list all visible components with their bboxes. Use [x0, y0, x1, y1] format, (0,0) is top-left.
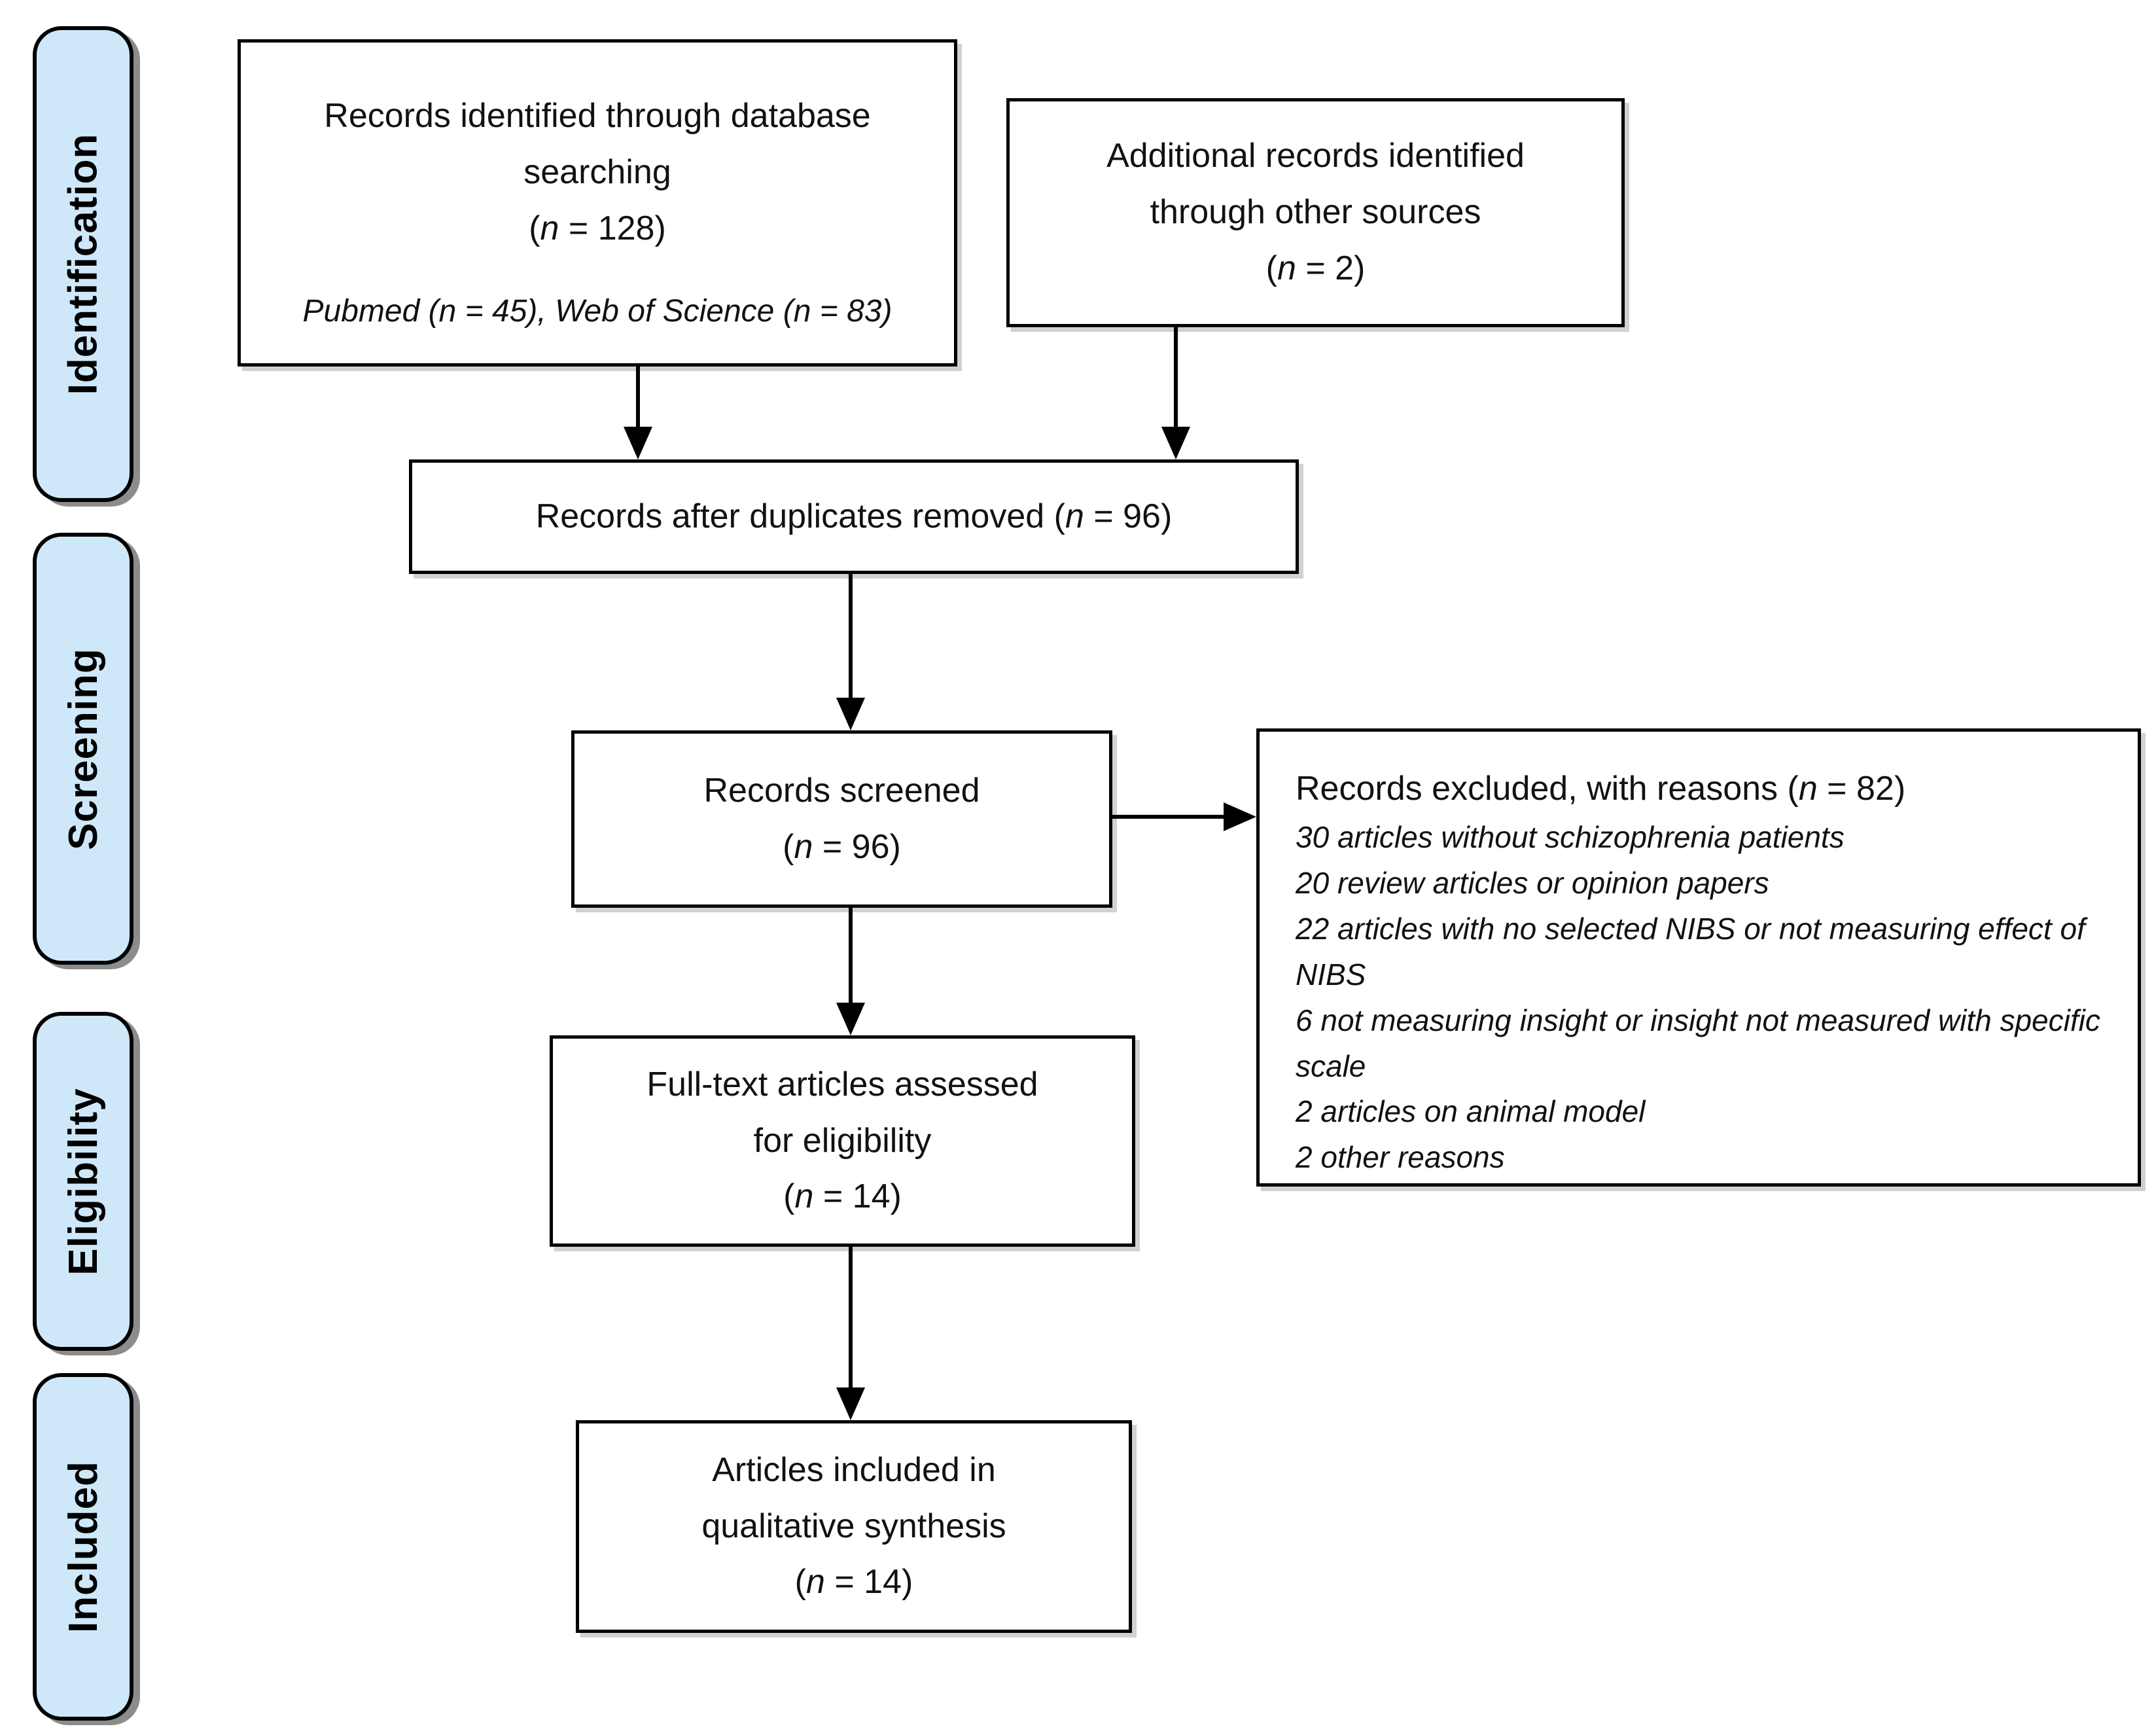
box-records-excluded: Records excluded, with reasons (n = 82) 3…	[1256, 728, 2141, 1187]
box-records-identified: Records identified through database searc…	[238, 39, 957, 367]
stage-label-eligibility-text: Eligibility	[60, 1087, 106, 1276]
box-records-screened-text: Records screened (n = 96)	[574, 734, 1109, 904]
arrow-head	[836, 698, 865, 730]
arrow-shaft	[849, 1247, 853, 1390]
box-fulltext-assessed: Full-text articles assessed for eligibili…	[550, 1035, 1135, 1247]
box-text-line: for eligibility	[753, 1121, 932, 1160]
box-text-line: Additional records identified	[1106, 137, 1525, 175]
stage-label-included: Included	[33, 1373, 133, 1721]
box-records-screened: Records screened (n = 96)	[571, 730, 1112, 908]
box-text-line: 30 articles without schizophrenia patien…	[1296, 820, 1845, 855]
box-text-line: Records excluded, with reasons (n = 82)	[1296, 770, 1906, 808]
box-text-line: Records screened	[703, 771, 980, 810]
arrow-head	[836, 1003, 865, 1035]
stage-label-eligibility: Eligibility	[33, 1012, 133, 1351]
box-text-line: searching	[523, 152, 671, 191]
box-text-line: qualitative synthesis	[701, 1507, 1006, 1545]
box-records-excluded-text: Records excluded, with reasons (n = 82) 3…	[1260, 732, 2138, 1183]
box-text-line: through other sources	[1150, 193, 1481, 232]
box-text-line: Records identified through database	[324, 97, 871, 135]
box-text-line: 6 not measuring insight or insight not m…	[1296, 1003, 2100, 1083]
box-additional-records-text: Additional records identified through oth…	[1010, 101, 1621, 324]
box-fulltext-assessed-text: Full-text articles assessed for eligibili…	[553, 1039, 1132, 1243]
box-text-line: (n = 2)	[1265, 249, 1366, 287]
box-included-qualitative-text: Articles included in qualitative synthesi…	[579, 1423, 1129, 1630]
box-included-qualitative: Articles included in qualitative synthesi…	[576, 1420, 1132, 1633]
box-text-line: Full-text articles assessed	[646, 1065, 1038, 1103]
stage-label-identification-text: Identification	[60, 133, 106, 395]
box-text-line: 22 articles with no selected NIBS or not…	[1296, 911, 2085, 992]
arrow-head	[1161, 427, 1190, 459]
arrow-head	[1224, 802, 1256, 831]
arrow-shaft	[1112, 815, 1226, 819]
box-text-line: (n = 96)	[783, 827, 901, 866]
box-text-line: 20 review articles or opinion papers	[1296, 865, 1769, 900]
arrow-head	[624, 427, 652, 459]
box-text-line: (n = 128)	[529, 209, 666, 247]
box-text-line: (n = 14)	[783, 1177, 902, 1216]
arrow-shaft	[849, 908, 853, 1005]
arrow-head	[836, 1387, 865, 1420]
box-text-line: Articles included in	[712, 1450, 996, 1489]
arrow-shaft	[1174, 327, 1178, 429]
box-text-line: Records after duplicates removed (n = 96…	[535, 497, 1173, 535]
arrow-shaft	[849, 574, 853, 700]
stage-label-identification: Identification	[33, 26, 133, 502]
stage-label-included-text: Included	[60, 1461, 106, 1633]
box-text-line: Pubmed (n = 45), Web of Science (n = 83)	[302, 293, 892, 329]
box-text-line: (n = 14)	[794, 1563, 913, 1601]
box-text-line: 2 other reasons	[1296, 1140, 1505, 1175]
arrow-shaft	[636, 367, 640, 429]
box-duplicates-removed-text: Records after duplicates removed (n = 96…	[412, 463, 1296, 571]
stage-label-screening-text: Screening	[60, 647, 106, 850]
box-records-identified-text: Records identified through database searc…	[241, 43, 954, 363]
box-duplicates-removed: Records after duplicates removed (n = 96…	[409, 459, 1299, 574]
box-text-line: 2 articles on animal model	[1296, 1094, 1646, 1129]
stage-label-screening: Screening	[33, 533, 133, 965]
box-additional-records: Additional records identified through oth…	[1006, 98, 1625, 327]
